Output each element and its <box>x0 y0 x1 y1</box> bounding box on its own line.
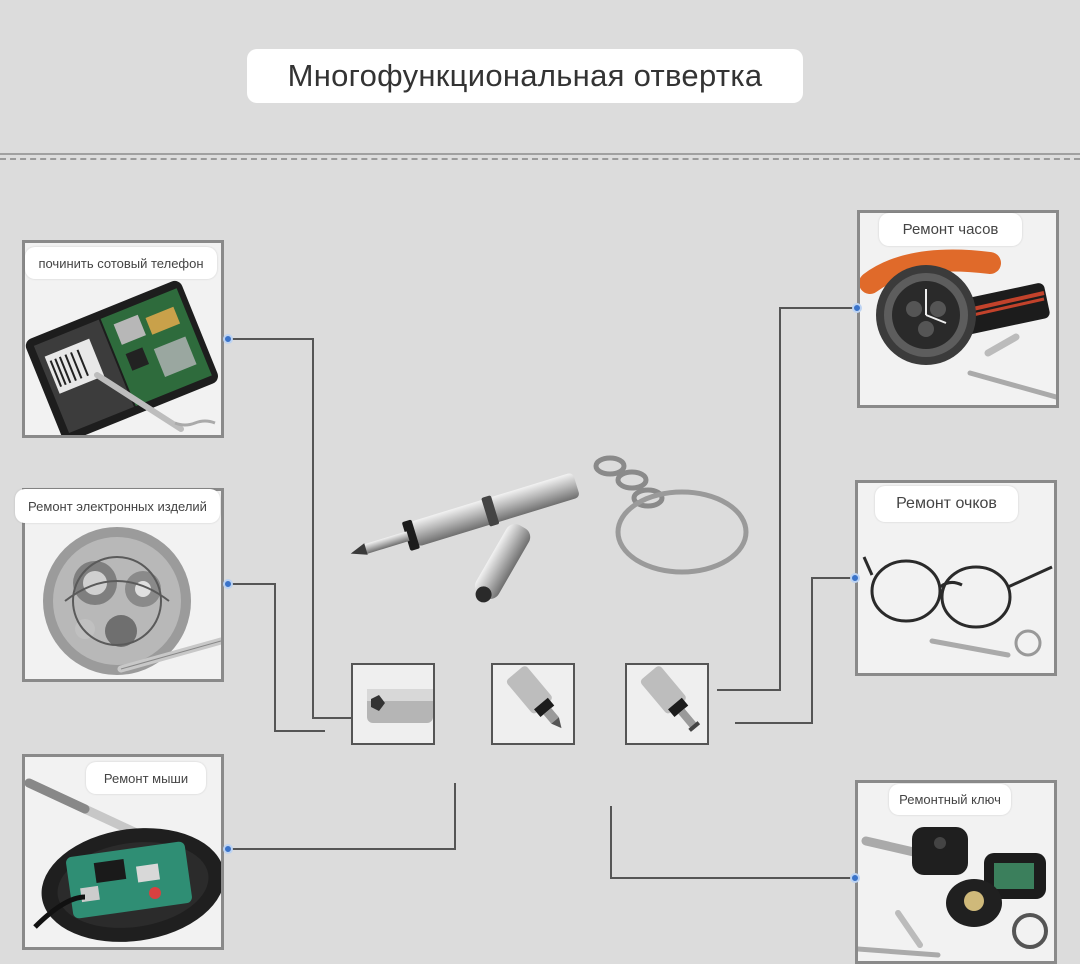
phillips-tip-icon <box>506 666 562 729</box>
page-title: Многофункциональная отвертка <box>247 49 803 103</box>
label-watch-repair: Ремонт часов <box>879 213 1022 246</box>
mouse-board-image <box>25 757 221 947</box>
wristwatch-image <box>860 213 1056 405</box>
connector-dot-electronics <box>223 579 233 589</box>
divider-dashed-line <box>0 158 1080 160</box>
label-electronics-repair: Ремонт электронных изделий <box>15 489 220 523</box>
hex-socket-tip <box>351 663 435 745</box>
label-phone-repair: починить сотовый телефон <box>25 247 217 279</box>
connector-dot-glasses <box>850 573 860 583</box>
divider-line <box>0 153 1080 155</box>
connector-dot-mouse <box>223 844 233 854</box>
hex-socket-tip-icon <box>367 689 433 723</box>
keychain-screwdriver-image <box>350 455 749 603</box>
connector-dot-watch <box>852 303 862 313</box>
phillips-tip <box>491 663 575 745</box>
label-mouse-repair: Ремонт мыши <box>86 762 206 794</box>
connector-dot-phone <box>223 334 233 344</box>
label-glasses-repair: Ремонт очков <box>875 486 1018 522</box>
label-key-repair: Ремонтный ключ <box>889 784 1011 815</box>
flat-tip <box>625 663 709 745</box>
flat-tip-icon <box>640 666 701 732</box>
connector-dot-key <box>850 873 860 883</box>
